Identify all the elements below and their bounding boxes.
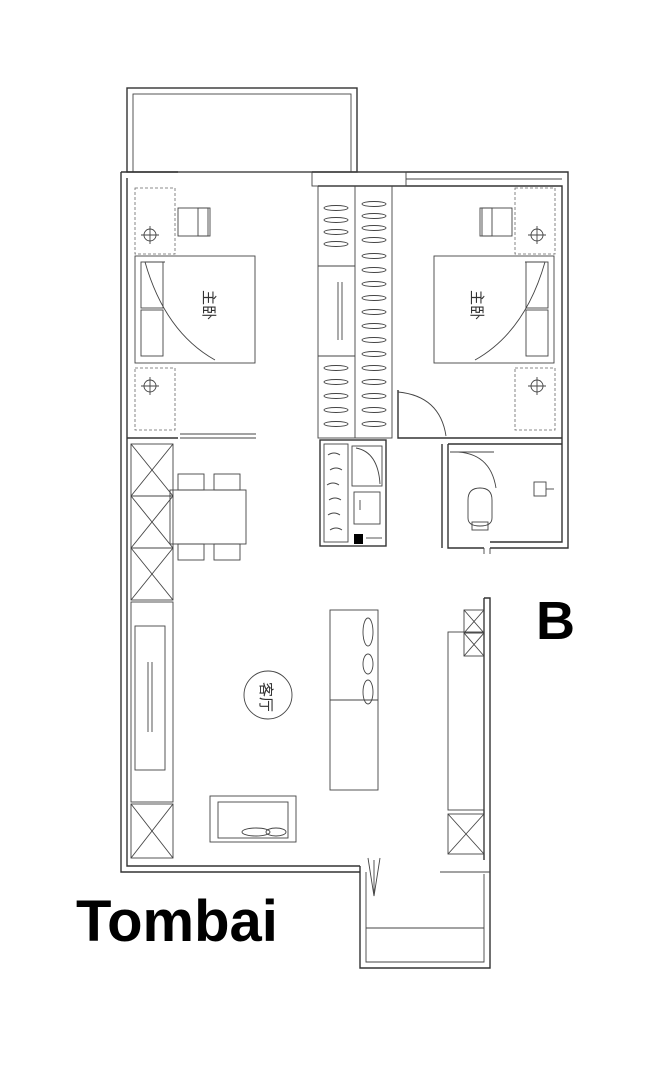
exterior-walls	[120, 171, 569, 873]
left-cabinets	[130, 443, 174, 859]
kitchen	[319, 439, 387, 547]
right-wall	[447, 597, 491, 874]
project-name: Tombai	[76, 889, 278, 954]
room-label-left-bedroom: 主卧	[200, 290, 218, 320]
wardrobe	[317, 185, 393, 439]
right-bedroom	[397, 187, 562, 445]
dining-table	[169, 473, 247, 561]
bottom-balcony	[359, 857, 491, 969]
living-room	[209, 609, 379, 843]
bathroom	[441, 444, 554, 554]
top-balcony	[126, 87, 358, 173]
unit-label: B	[536, 591, 575, 651]
room-label-right-bedroom: 主卧	[468, 290, 486, 320]
room-label-living-room: 客厅	[257, 682, 275, 712]
left-bedroom	[127, 187, 256, 439]
